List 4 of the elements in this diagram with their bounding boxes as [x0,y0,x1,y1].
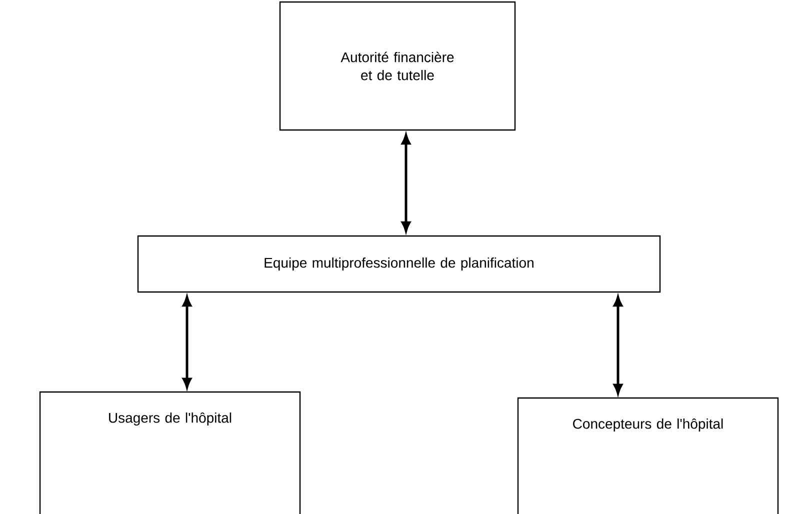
process-box: Concepteurs de l'hôpital [517,397,779,514]
process-box: Autorité financière et de tutelle [279,1,516,131]
process-box: Equipe multiprofessionnelle de planification [137,235,661,293]
process-box: Usagers de l'hôpital [39,391,301,514]
